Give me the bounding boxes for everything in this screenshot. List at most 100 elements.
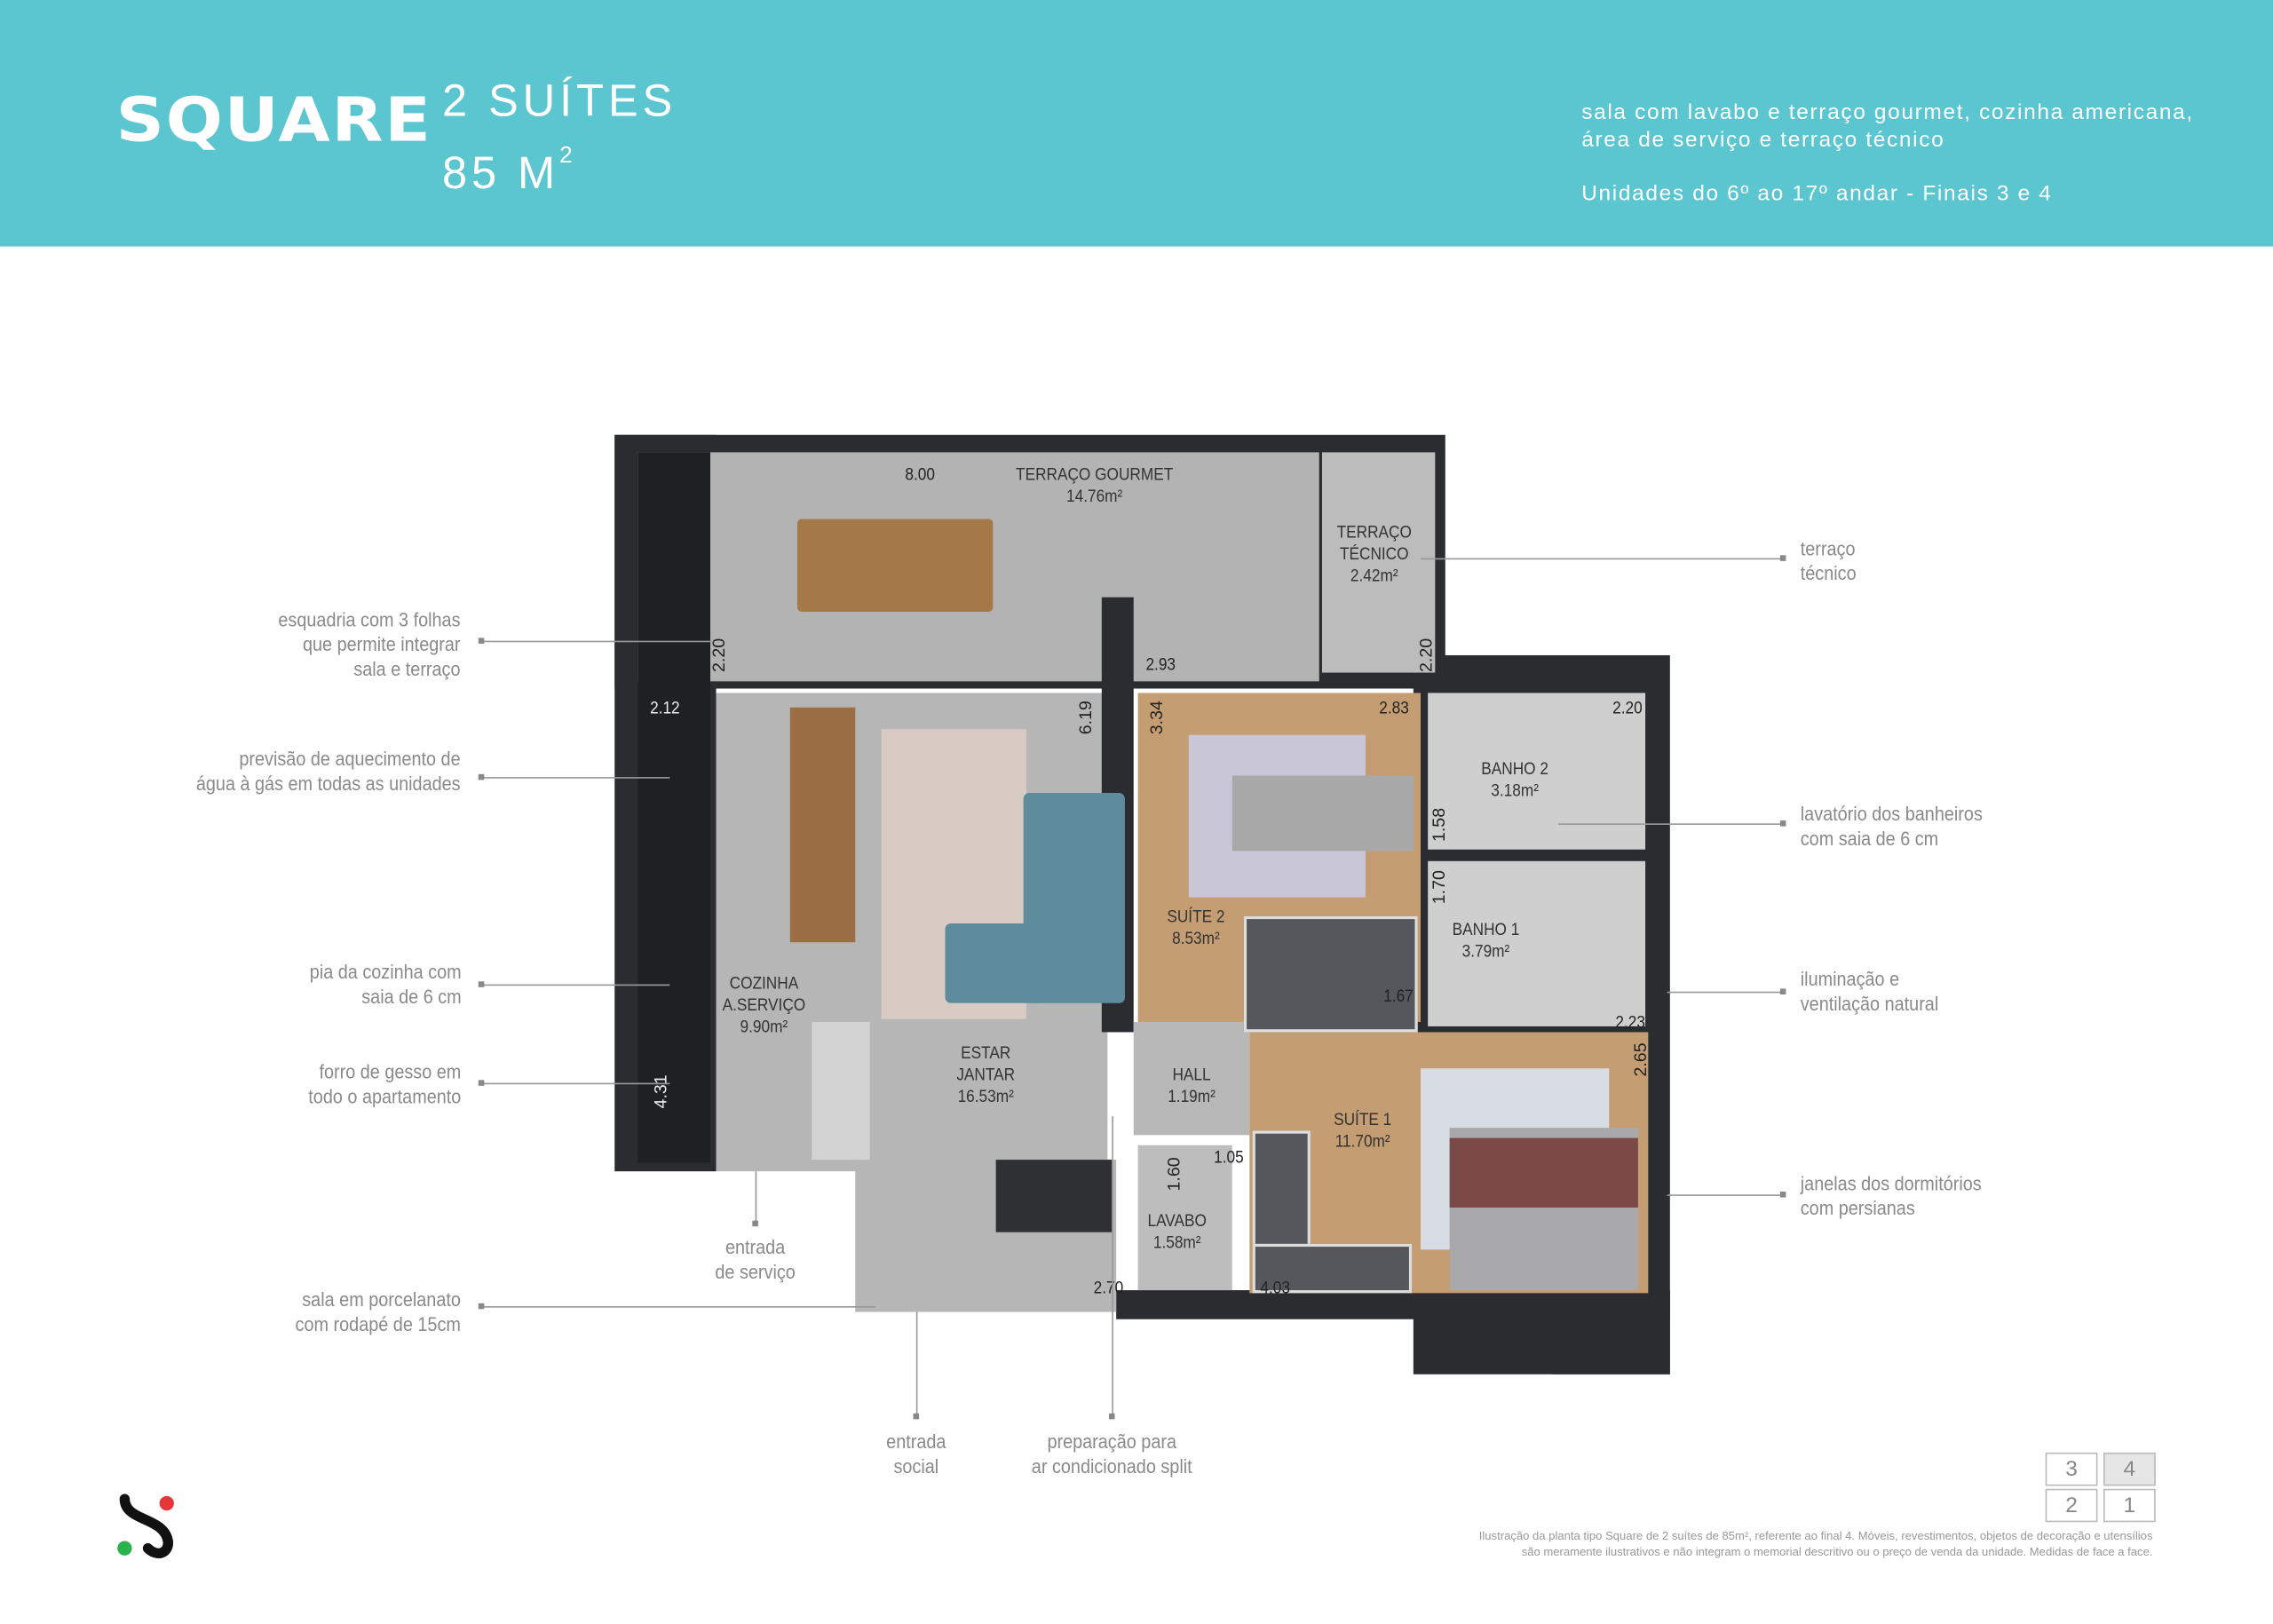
- callout-line: [1667, 991, 1784, 994]
- room-name: HALL: [1172, 1064, 1211, 1085]
- room-name: BANHO 1: [1452, 919, 1520, 939]
- lavabo-floor: [1137, 1145, 1232, 1291]
- room-name: TERRAÇO: [1336, 521, 1412, 543]
- sofa-chaise: [945, 923, 1047, 1003]
- washing-machines: [812, 1022, 870, 1161]
- room-name: TÉCNICO: [1339, 543, 1409, 565]
- dim-label: 2.20: [708, 638, 729, 673]
- dim-label: 3.34: [1145, 701, 1167, 735]
- callout-text: de serviço: [715, 1261, 796, 1283]
- callout-text: preparação para: [1047, 1430, 1177, 1453]
- room-area: 14.76m²: [1066, 485, 1123, 506]
- callout-text: forro de gesso em: [319, 1061, 462, 1083]
- dim-label: 1.60: [1163, 1157, 1184, 1192]
- callout-dot: [1779, 1192, 1786, 1198]
- room-area: 8.53m²: [1172, 927, 1220, 948]
- dim-label: 2.93: [1145, 654, 1176, 675]
- dim-label: 2.65: [1630, 1042, 1651, 1077]
- callout-text: iluminação e: [1800, 968, 1900, 991]
- kitchen-island: [789, 707, 856, 943]
- unit-area-title: 85 M2: [442, 131, 577, 200]
- callout-line: [481, 777, 670, 779]
- dim-label: 2.20: [1415, 638, 1437, 673]
- room-name: SUÍTE 2: [1167, 906, 1225, 927]
- room-name: JANTAR: [956, 1064, 1016, 1085]
- dim-label: 2.70: [1093, 1277, 1124, 1298]
- room-area: 11.70m²: [1334, 1130, 1390, 1152]
- callout-dot: [478, 981, 485, 987]
- callout-dot: [1779, 820, 1786, 827]
- callout-line: [755, 1171, 757, 1224]
- room-area: 2.42m²: [1350, 565, 1398, 586]
- room-name: ESTAR: [961, 1042, 1011, 1063]
- callout-line: [915, 1311, 918, 1417]
- dim-label: 1.70: [1429, 870, 1450, 905]
- disclaimer-line: Ilustração da planta tipo Square de 2 su…: [1478, 1529, 2153, 1543]
- unit-final-3[interactable]: 3: [2045, 1452, 2098, 1486]
- callout-dot: [913, 1413, 920, 1420]
- room-name: BANHO 2: [1481, 757, 1548, 779]
- dim-label: 6.19: [1074, 701, 1096, 735]
- dim-label: 2.20: [1612, 697, 1643, 718]
- callout-text: técnico: [1800, 562, 1857, 584]
- unit-final-1[interactable]: 1: [2103, 1488, 2156, 1523]
- description-line-2: área de serviço e terraço técnico: [1581, 127, 1945, 153]
- callout-dot: [1779, 988, 1786, 994]
- unit-final-4-selected[interactable]: 4: [2103, 1452, 2156, 1486]
- room-area: 1.58m²: [1152, 1232, 1201, 1253]
- square-logo: SQUARE: [115, 83, 432, 155]
- callout-dot: [1779, 555, 1786, 561]
- callout-line: [481, 1306, 876, 1308]
- callout-text: lavatório dos banheiros: [1800, 803, 1983, 825]
- room-area: 16.53m²: [957, 1085, 1014, 1106]
- callout-text: água à gás em todas as unidades: [196, 772, 462, 795]
- callout-line: [481, 984, 670, 986]
- callout-text: terraço: [1800, 537, 1856, 560]
- room-name: A.SERVIÇO: [722, 994, 806, 1015]
- disclaimer-line: são meramente ilustrativos e não integra…: [1521, 1545, 2153, 1559]
- unit-final-2[interactable]: 2: [2045, 1488, 2098, 1523]
- disclaimer: Ilustração da planta tipo Square de 2 su…: [1479, 1528, 2153, 1560]
- callout-text: entrada: [725, 1236, 786, 1259]
- callout-text: com rodapé de 15cm: [295, 1313, 462, 1335]
- callout-dot: [478, 638, 485, 644]
- banho1-floor: [1428, 860, 1646, 1026]
- callout-line: [1558, 823, 1784, 825]
- callout-text: social: [893, 1455, 939, 1477]
- wall-bottom-right-block: [1550, 1290, 1670, 1374]
- dining-table: [995, 1160, 1113, 1232]
- area-value: 85 M: [441, 147, 560, 199]
- dim-label: 2.23: [1615, 1011, 1645, 1033]
- callout-lavatorio: lavatório dos banheiros com saia de 6 cm: [1801, 802, 1983, 852]
- kitchen-counter: [638, 452, 710, 1163]
- room-area: 1.19m²: [1168, 1085, 1216, 1106]
- closet-suite2: [1243, 915, 1418, 1033]
- brand-logo-icon: [113, 1493, 179, 1560]
- suite2-bed: [1232, 775, 1414, 852]
- header-banner: SQUARE 2 SUÍTES 85 M2 sala com lavabo e …: [0, 0, 2273, 247]
- callout-dot: [478, 1080, 485, 1086]
- suite1-blanket: [1449, 1137, 1638, 1208]
- callout-text: com saia de 6 cm: [1800, 828, 1939, 850]
- callout-line: [481, 1082, 670, 1085]
- description-line-1: sala com lavabo e terraço gourmet, cozin…: [1581, 99, 2194, 125]
- callout-text: sala em porcelanato: [302, 1288, 462, 1311]
- callout-text: saia de 6 cm: [360, 986, 462, 1008]
- dim-label: 1.58: [1429, 807, 1450, 843]
- room-name: LAVABO: [1147, 1210, 1207, 1232]
- callout-line: [481, 640, 714, 643]
